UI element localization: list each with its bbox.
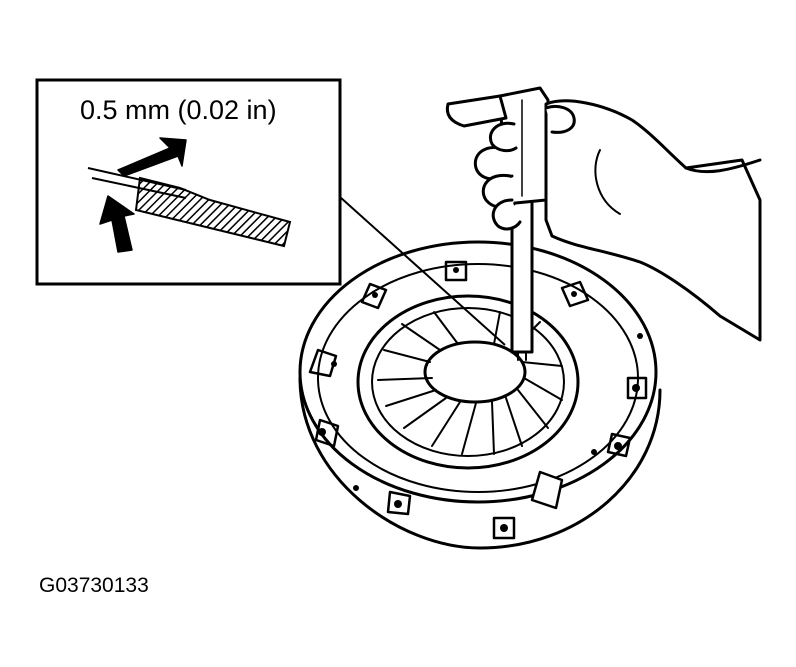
inset-arrow-top [117,137,187,177]
hand-thumb [544,104,576,134]
diaphragm-outer-ring [356,294,580,470]
inset-frame [35,78,342,286]
pressure-plate [298,240,662,550]
caliper-depth-rod [517,351,527,361]
hand-palm [544,99,762,342]
inset-arrow-bottom [99,195,135,253]
hand-finger-4 [489,121,518,153]
cover-side-wall [298,376,662,550]
inset-gauge-line-2 [91,177,187,199]
caliper-top-jaw [445,94,508,128]
detail-inset: 0.5 mm (0.02 in) [35,78,342,286]
inset-gauge-line-1 [87,167,187,191]
hand-finger-3 [491,198,522,231]
technician-hand [473,99,762,342]
diaphragm-center-hole [423,340,527,404]
cover-rivets [318,267,643,532]
sleeve [684,158,762,174]
inset-measurement-label: 0.5 mm (0.02 in) [80,95,277,125]
cover-outer-rim [298,240,658,504]
cover-mounting-tabs [308,260,648,540]
diaphragm-inner-ring [371,307,565,457]
figure-id: G03730133 [39,574,149,597]
